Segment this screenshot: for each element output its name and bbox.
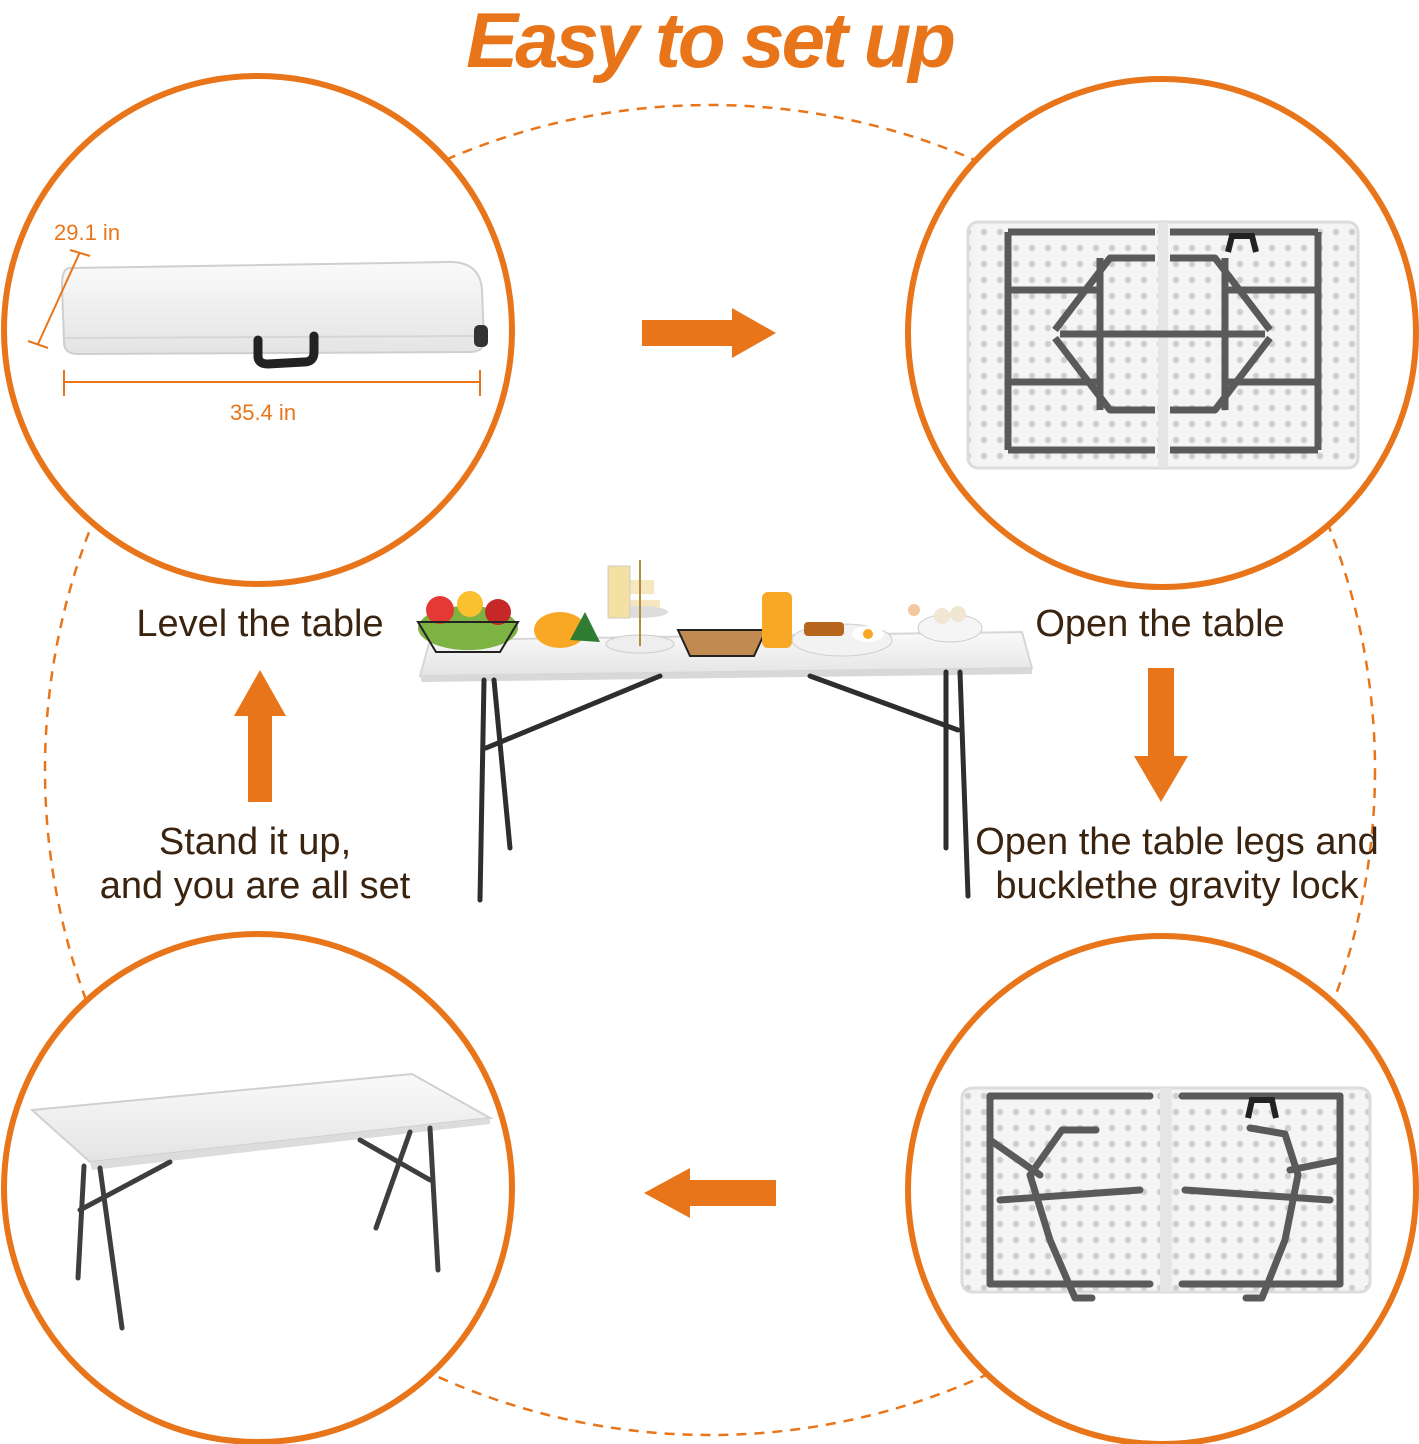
folded-table-circle: 29.1 in 35.4 in — [1, 73, 515, 587]
width-label: 35.4 in — [230, 400, 296, 425]
step-stand-up-line2: and you are all set — [99, 865, 411, 907]
center-table-image — [416, 560, 1034, 903]
step-level-table: Level the table — [136, 603, 384, 645]
dimension-lines — [27, 249, 481, 396]
step-open-legs-line2: bucklethe gravity lock — [995, 865, 1359, 907]
arrow-left-icon — [644, 1168, 776, 1218]
step-open-table: Open the table — [1035, 603, 1285, 645]
arrow-down-icon — [1134, 668, 1188, 802]
food-items — [416, 560, 983, 657]
carry-handle-2 — [1225, 233, 1259, 253]
page-title: Easy to set up — [466, 0, 956, 84]
standing-table-image — [29, 1072, 494, 1331]
depth-label: 29.1 in — [54, 220, 120, 245]
stand-up-circle — [1, 931, 515, 1444]
open-legs-circle — [905, 933, 1419, 1444]
carry-handle — [253, 331, 319, 369]
open-table-circle — [905, 76, 1419, 590]
open-legs-image — [960, 1086, 1372, 1302]
arrow-up-icon — [234, 670, 286, 802]
arrow-right-icon — [642, 308, 776, 358]
dashed-cycle-ring — [43, 103, 1377, 1437]
carry-handle-3 — [1245, 1097, 1279, 1119]
folded-table-image — [60, 260, 488, 369]
open-table-image — [966, 220, 1360, 470]
step-open-legs-line1: Open the table legs and — [975, 821, 1379, 863]
step-stand-up-line1: Stand it up, — [158, 821, 352, 863]
